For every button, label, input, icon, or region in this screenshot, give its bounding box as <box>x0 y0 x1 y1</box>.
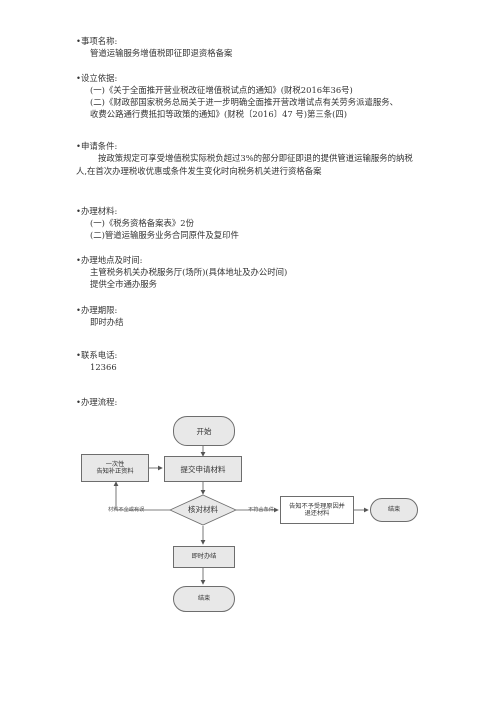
section-heading: •办理期限: <box>76 305 118 315</box>
section-process: •办理流程: <box>76 396 436 408</box>
reject-notice-node: 告知不予受理原因并 退还材料 <box>280 496 354 524</box>
notice-correction-node: 一次性 告知补正资料 <box>81 454 149 482</box>
time-limit-value: 即时办结 <box>90 317 124 327</box>
location-line: 提供全市通办服务 <box>90 279 157 289</box>
end-node-reject: 结束 <box>370 498 418 522</box>
verify-diamond-shape <box>169 494 237 526</box>
verify-materials-label: 核对材料 <box>188 505 218 514</box>
basis-line: (一)《关于全面推开营业税改征增值税试点的通知》(财税2016年36号) <box>90 85 353 95</box>
flowchart-connectors <box>113 446 369 585</box>
conditions-paragraph: 按政策规定可享受增值税实际税负超过3%的部分即征即退的提供管道运输服务的纳税人,… <box>76 153 413 176</box>
process-flowchart: 开始 一次性 告知补正资料 提交申请材料 核对材料 材料不全或有误 不符合条件 … <box>78 410 418 620</box>
section-conditions: •申请条件: 按政策规定可享受增值税实际税负超过3%的部分即征即退的提供管道运输… <box>76 140 436 177</box>
section-item-name: •事项名称: 管道运输服务增值税即征即退资格备案 <box>76 35 436 59</box>
section-time-limit: •办理期限: 即时办结 <box>76 304 436 328</box>
phone-value: 12366 <box>90 362 117 372</box>
section-heading: •办理流程: <box>76 397 118 407</box>
reject-line: 告知不予受理原因并 <box>289 502 345 510</box>
arrow-verify-to-notice <box>113 481 170 511</box>
notice-line: 一次性 <box>105 460 125 468</box>
section-legal-basis: •设立依据: (一)《关于全面推开营业税改征增值税试点的通知》(财税2016年3… <box>76 72 436 120</box>
section-location: •办理地点及时间: 主管税务机关办税服务厅(场所)(具体地址及办公时间) 提供全… <box>76 254 436 290</box>
basis-line: 收费公路通行费抵扣等政策的通知》(财税〔2016〕47 号)第三条(四) <box>90 109 348 119</box>
immediate-completion-node: 即时办结 <box>173 546 235 568</box>
section-heading: •设立依据: <box>76 73 118 83</box>
submit-materials-node: 提交申请材料 <box>164 456 242 482</box>
section-heading: •事项名称: <box>76 36 118 46</box>
material-line: (一)《税务资格备案表》2份 <box>90 218 194 228</box>
section-phone: •联系电话: 12366 <box>76 349 436 373</box>
reject-line: 退还材料 <box>304 510 330 517</box>
basis-line: (二)《财政部国家税务总局关于进一步明确全面推开营改增试点有关劳务派遣服务、 <box>90 97 399 107</box>
section-materials: •办理材料: (一)《税务资格备案表》2份 (二)管道运输服务业务合同原件及复印… <box>76 205 436 241</box>
section-heading: •申请条件: <box>76 141 118 151</box>
section-heading: •办理地点及时间: <box>76 255 143 265</box>
section-heading: •联系电话: <box>76 350 118 360</box>
end-node-complete: 结束 <box>173 586 235 612</box>
start-node: 开始 <box>173 416 235 446</box>
noncompliant-label: 不符合条件 <box>248 507 274 513</box>
material-line: (二)管道运输服务业务合同原件及复印件 <box>90 230 239 240</box>
item-name-value: 管道运输服务增值税即征即退资格备案 <box>90 48 233 58</box>
location-line: 主管税务机关办税服务厅(场所)(具体地址及办公时间) <box>90 267 288 277</box>
incomplete-materials-label: 材料不全或有误 <box>108 507 145 513</box>
section-heading: •办理材料: <box>76 206 118 216</box>
notice-line: 告知补正资料 <box>96 468 134 475</box>
